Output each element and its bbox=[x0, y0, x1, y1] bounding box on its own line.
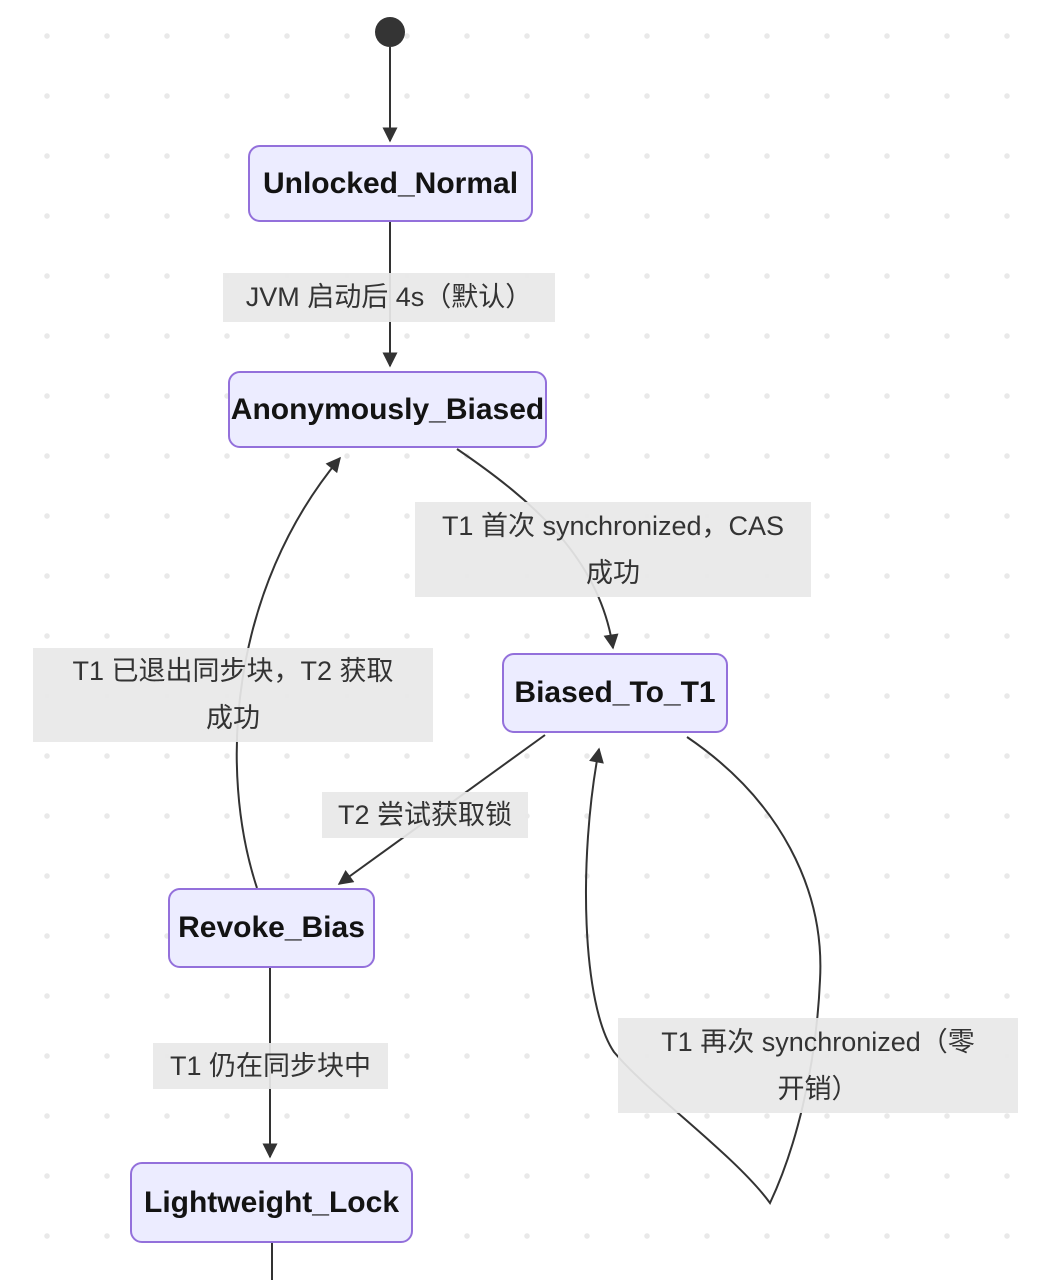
state-node-revoke-bias: Revoke_Bias bbox=[168, 888, 375, 968]
state-label: Anonymously_Biased bbox=[230, 392, 545, 426]
state-label: Revoke_Bias bbox=[178, 911, 365, 944]
edge-label-line: T1 已退出同步块，T2 获取 bbox=[72, 656, 394, 686]
state-node-biased-to-t1: Biased_To_T1 bbox=[502, 653, 728, 733]
edge-label-line: 成功 bbox=[206, 703, 260, 733]
edge-label-first-sync: T1 首次 synchronized，CAS 成功 bbox=[415, 502, 811, 597]
edge-label-line: T1 仍在同步块中 bbox=[169, 1050, 371, 1081]
edge-label-exit-sync: T1 已退出同步块，T2 获取 成功 bbox=[33, 648, 433, 742]
edge-label-line: 成功 bbox=[586, 557, 640, 588]
edge-label-t2-acquire: T2 尝试获取锁 bbox=[322, 792, 528, 838]
state-label: Lightweight_Lock bbox=[144, 1185, 399, 1219]
edge-label-line: JVM 启动后 4s（默认） bbox=[245, 282, 533, 312]
state-node-lightweight-lock: Lightweight_Lock bbox=[130, 1162, 413, 1243]
edge-label-jvm-delay: JVM 启动后 4s（默认） bbox=[223, 273, 555, 322]
state-label: Biased_To_T1 bbox=[514, 676, 716, 709]
edge-biased-self-loop bbox=[585, 736, 822, 1205]
edge-label-line: T1 再次 synchronized（零 bbox=[661, 1026, 975, 1057]
edge-label-line: T2 尝试获取锁 bbox=[337, 799, 512, 830]
edge-label-line: 开销） bbox=[777, 1073, 859, 1104]
start-state-dot bbox=[375, 17, 405, 47]
edge-label-still-in-sync: T1 仍在同步块中 bbox=[153, 1043, 388, 1089]
edge-label-re-sync: T1 再次 synchronized（零 开销） bbox=[618, 1018, 1018, 1113]
state-label: Unlocked_Normal bbox=[262, 166, 519, 200]
edge-label-line: T1 首次 synchronized，CAS bbox=[441, 510, 785, 541]
state-node-unlocked-normal: Unlocked_Normal bbox=[248, 145, 533, 222]
state-node-anonymously-biased: Anonymously_Biased bbox=[228, 371, 547, 448]
